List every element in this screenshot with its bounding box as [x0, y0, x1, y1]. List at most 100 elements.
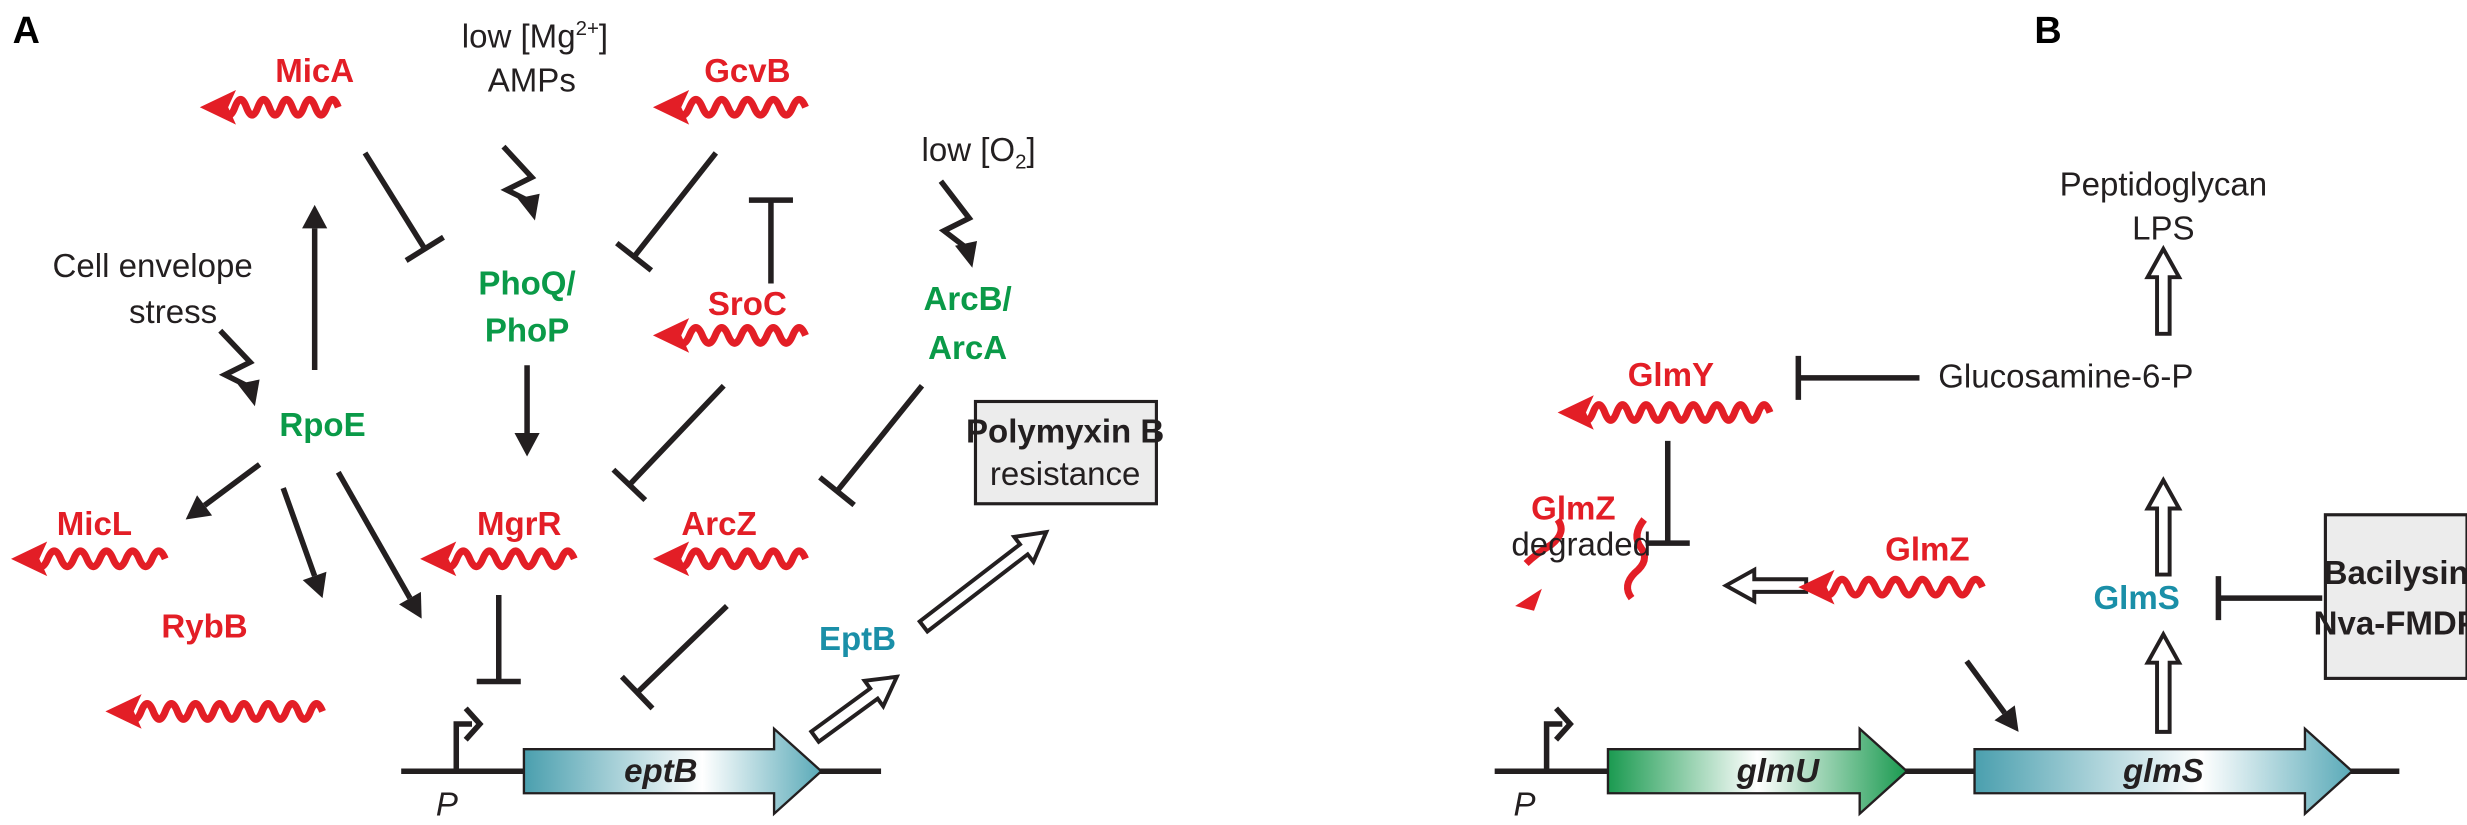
polymyxin-box-line2: resistance [990, 456, 1141, 493]
mgrr-srna [440, 547, 578, 571]
gcvb-srna [673, 96, 809, 119]
stress-label-line1: Cell envelope [53, 248, 253, 285]
peptidoglycan-label: Peptidoglycan [2060, 166, 2268, 203]
amps-label: AMPs [488, 63, 576, 100]
glmy-label: GlmY [1628, 357, 1714, 394]
rpoe-activates-micl-head [185, 495, 213, 520]
glmz-activates-glms [1964, 659, 2007, 715]
eptb-gene-label: eptB [624, 753, 697, 790]
bacilysin-box [2323, 513, 2467, 680]
panel-b-label: B [2034, 10, 2061, 52]
degraded-fragment-arrowhead [1515, 588, 1542, 611]
promoter-arrow-b [1543, 721, 1563, 772]
promoter-label-a: P [436, 786, 458, 823]
glms-gene-label: glmS [2122, 753, 2204, 790]
degraded-fragment-right [1624, 517, 1649, 601]
arcb-label: ArcB/ [924, 281, 1012, 318]
mica-srna-arrowhead [199, 89, 237, 125]
arcz-srna [673, 547, 809, 571]
phop-label: PhoP [485, 313, 569, 350]
glms-translation-arrow [2144, 630, 2183, 734]
glms-gene-arrow [1973, 726, 2354, 817]
arcz-label: ArcZ [681, 506, 756, 543]
rpoe-activates-micl [202, 462, 262, 508]
glms-to-glucosamine-arrow [2144, 476, 2183, 577]
mgrr-label: MgrR [477, 506, 562, 543]
micl-srna [31, 547, 169, 571]
phop-activates-mgrr-head [514, 432, 540, 457]
mgrr-srna-arrowhead [420, 541, 457, 577]
arca-label: ArcA [928, 330, 1007, 367]
sroc-srna-arrowhead [652, 318, 690, 353]
gcvb-inhibits-phoq [631, 151, 719, 259]
rpoe-label: RpoE [279, 407, 365, 444]
low-o2-signal-icon-head [955, 241, 978, 268]
glucosamine-label: Glucosamine-6-P [1938, 358, 2193, 395]
degraded-label: degraded [1511, 527, 1651, 564]
glmz-activates-glms-head [1994, 705, 2019, 732]
sroc-srna [673, 324, 809, 347]
sroc-label: SroC [708, 286, 787, 323]
mica-inhibits-phoq [362, 151, 428, 251]
mica-srna [220, 95, 342, 119]
arca-inhibits-arcz-bar [818, 475, 856, 508]
rybb-label: RybB [161, 608, 247, 645]
phoq-label: PhoQ/ [478, 265, 575, 302]
micl-label: MicL [57, 506, 132, 543]
diagram-shapes [11, 89, 2400, 817]
stress-signal-icon-head [237, 379, 260, 407]
low-mg-signal-icon-head [517, 193, 540, 221]
synthesis-arrow [2144, 244, 2183, 336]
glmz-degraded-name: GlmZ [1531, 490, 1615, 527]
eptb-protein-label: EptB [819, 621, 896, 658]
degraded-fragment-left [1523, 517, 1565, 567]
rpoe-activates-rybb [280, 487, 318, 577]
rybb-srna [125, 700, 326, 723]
glmu-gene-label: glmU [1736, 753, 1821, 790]
glmu-gene-arrow [1606, 726, 1909, 817]
panel-a-label: A [13, 10, 40, 52]
gcvb-label: GcvB [704, 53, 790, 90]
glmy-srna-arrowhead [1557, 395, 1594, 430]
glmz-degradation-arrow [1721, 566, 1809, 605]
low-o2-signal-icon [938, 179, 974, 252]
stress-label-line2: stress [129, 294, 217, 331]
arcz-srna-arrowhead [652, 541, 690, 577]
arca-inhibits-arcz [834, 384, 925, 493]
glmz-label: GlmZ [1885, 531, 1969, 568]
arcz-inhibits-eptb-bar [619, 674, 655, 711]
eptb-gene-arrow [522, 726, 824, 817]
sroc-inhibits-mgrr [627, 383, 726, 487]
low-mg-label: low [Mg2+] [462, 17, 608, 56]
eptb-resistance-arrow [916, 529, 1050, 635]
sroc-inhibits-mgrr-bar [611, 467, 648, 503]
promoter-arrow-a-head [463, 706, 484, 742]
glmy-srna [1577, 401, 1774, 424]
mica-inhibits-phoq-bar [404, 234, 445, 263]
bacilysin-box-line1: Bacilysin [2324, 555, 2467, 592]
promoter-arrow-b-head [1553, 706, 1574, 742]
rpoe-activates-rybb-head [302, 571, 327, 599]
micl-srna-arrowhead [11, 541, 48, 577]
bacilysin-box-line2: Nva-FMDP [2314, 605, 2467, 642]
gcvb-inhibits-phoq-bar [615, 240, 654, 273]
glmz-srna [1818, 575, 1986, 599]
gcvb-srna-arrowhead [652, 89, 690, 125]
arcz-inhibits-eptb [635, 604, 729, 695]
polymyxin-box [973, 399, 1158, 506]
mica-label: MicA [275, 53, 354, 90]
promoter-arrow-a [453, 721, 473, 772]
rpoe-activates-eptb-head [399, 591, 422, 619]
rpoe-activates-mica-head [302, 204, 328, 229]
low-o2-label: low [O2] [922, 132, 1036, 174]
eptb-translation-arrow [808, 674, 901, 745]
polymyxin-box-line1: Polymyxin B [966, 413, 1164, 450]
rpoe-activates-eptb [335, 470, 413, 600]
rybb-srna-arrowhead [105, 694, 142, 729]
lps-label: LPS [2132, 210, 2194, 247]
glms-protein-label: GlmS [2093, 580, 2179, 617]
stress-signal-icon [218, 328, 255, 390]
promoter-label-b: P [1514, 786, 1536, 823]
glmz-srna-arrowhead [1798, 569, 1835, 605]
